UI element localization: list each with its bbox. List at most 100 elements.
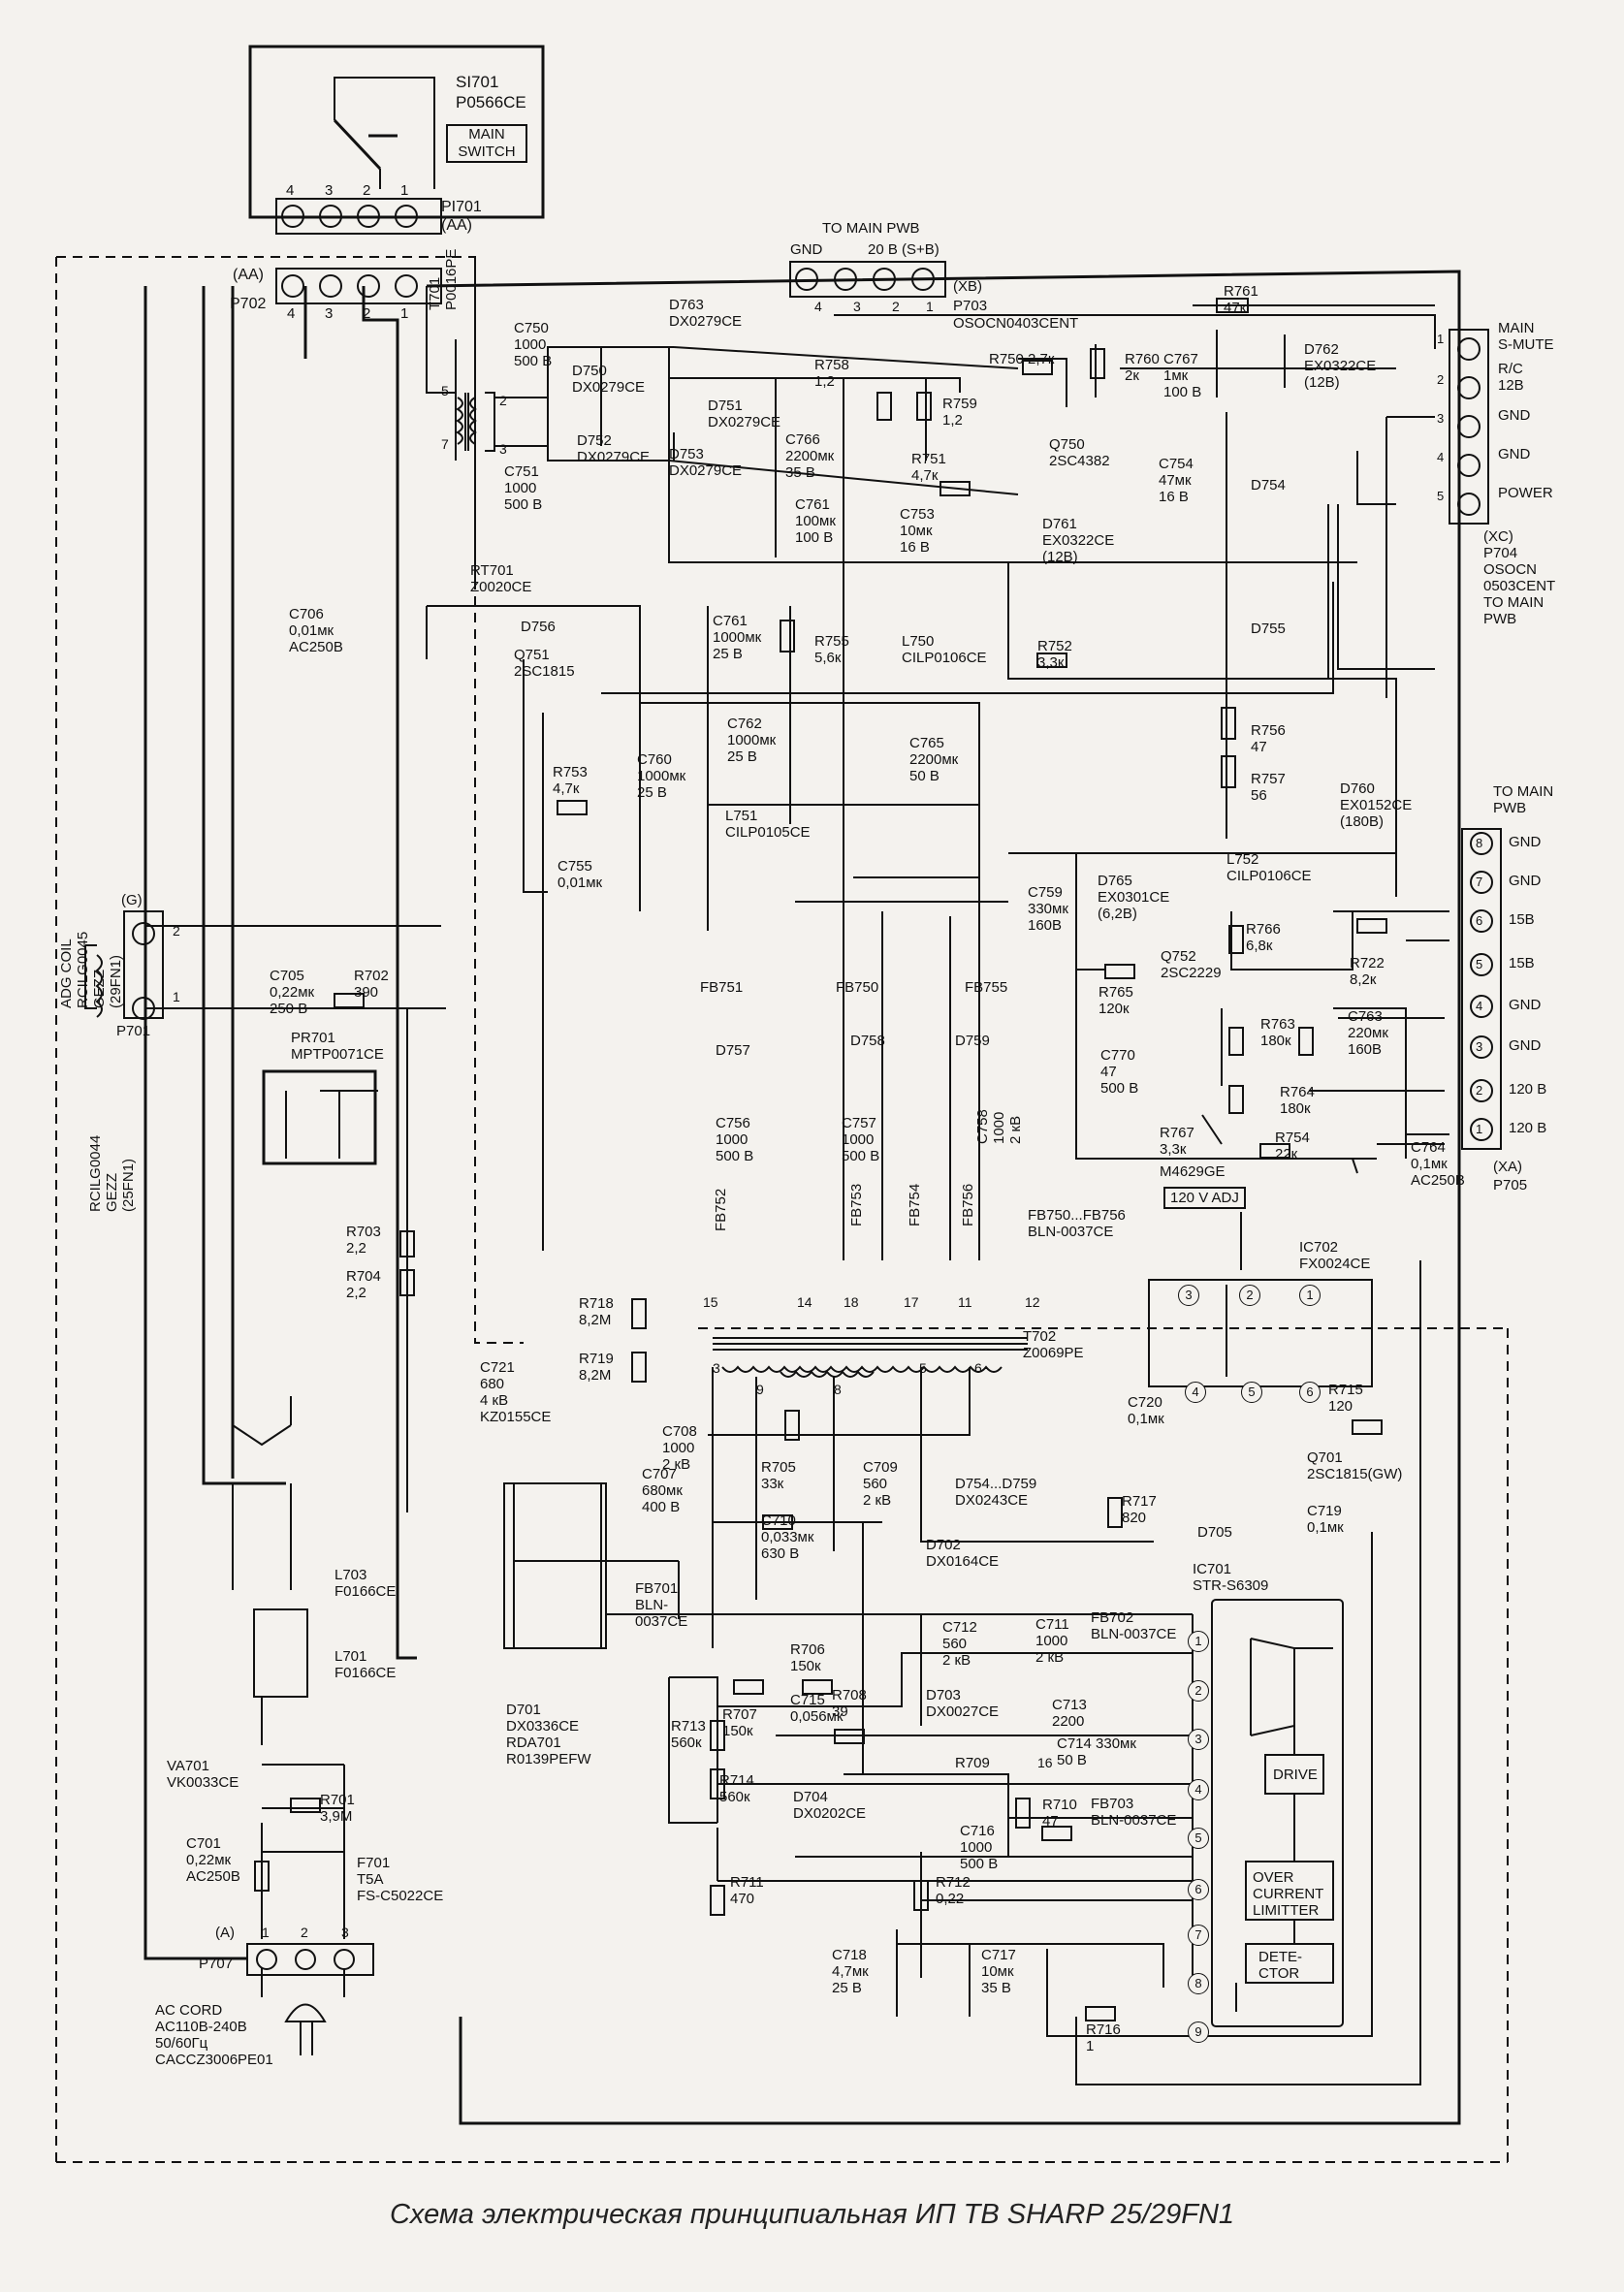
component-fb755-line1: FB755 xyxy=(965,979,1008,996)
component-c761b-line1: C761 xyxy=(713,613,748,629)
p702-pin3: 3 xyxy=(325,305,334,322)
component-r761-line1: R761 xyxy=(1224,283,1258,300)
main-switch-label-line2: SWITCH xyxy=(458,143,516,160)
component-d765-line2: EX0301CE xyxy=(1098,889,1170,906)
component-c712-line2: 560 xyxy=(942,1636,968,1652)
switch-part: P0566CE xyxy=(456,93,526,111)
component-c761b-line2: 1000мк xyxy=(713,629,762,646)
component-c761a-line3: 100 B xyxy=(795,529,834,546)
component-r753-line2: 4,7к xyxy=(553,780,580,797)
pin-t702-17: 17 xyxy=(904,1294,919,1310)
component-r705-line2: 33к xyxy=(761,1476,784,1492)
component-q701-line1: Q701 xyxy=(1307,1449,1343,1466)
component-r717-line2: 820 xyxy=(1122,1510,1147,1526)
component-d701-line2: DX0336CE xyxy=(506,1718,580,1735)
component-d762-line3: (12B) xyxy=(1304,374,1340,391)
component-r761-line2: 47к xyxy=(1224,300,1247,316)
component-r717-line1: R717 xyxy=(1122,1493,1157,1510)
component-r757-line1: R757 xyxy=(1251,771,1286,787)
component-c758-line1: C758 xyxy=(974,1109,991,1144)
component-d765-line1: D765 xyxy=(1098,873,1132,889)
component-fbnote-line2: BLN-0037CE xyxy=(1028,1224,1114,1240)
component-d701-line4: R0139PEFW xyxy=(506,1751,591,1767)
component-q750-line2: 2SC4382 xyxy=(1049,453,1110,469)
component-r767-line2: 3,3к xyxy=(1160,1141,1187,1158)
component-fb753-line1: FB753 xyxy=(848,1183,865,1226)
component-drive-line1: DRIVE xyxy=(1273,1767,1318,1783)
component-c761a-line2: 100мк xyxy=(795,513,836,529)
component-d757: D757 xyxy=(716,1042,750,1059)
component-r722-line2: 8,2к xyxy=(1350,971,1377,988)
component-c763-line2: 220мк xyxy=(1348,1025,1388,1041)
component-c715-line1: C715 xyxy=(790,1692,825,1708)
component-d752-line2: DX0279CE xyxy=(577,449,651,465)
component-q751-line1: Q751 xyxy=(514,647,550,663)
component-c763-line3: 160B xyxy=(1348,1041,1383,1058)
component-r703-line1: R703 xyxy=(346,1224,381,1240)
component-l751-line1: L751 xyxy=(725,808,758,824)
component-l703-line1: L703 xyxy=(334,1567,367,1583)
component-rt701-line2: Z0020CE xyxy=(470,579,532,595)
component-r719-line2: 8,2M xyxy=(579,1367,612,1384)
component-c705-line1: C705 xyxy=(270,968,304,984)
p704-pin-3-number: 3 xyxy=(1437,411,1445,426)
component-fb702-line1: FB702 xyxy=(1091,1609,1134,1626)
component-r767-line1: R767 xyxy=(1160,1125,1194,1141)
component-q751-line2: 2SC1815 xyxy=(514,663,575,680)
component-c765-line2: 2200мк xyxy=(909,751,959,768)
main-switch-label: MAIN SWITCH xyxy=(446,124,527,163)
component-c759-line2: 330мк xyxy=(1028,901,1068,917)
component-c751-line1: C751 xyxy=(504,463,539,480)
component-d751-line1: D751 xyxy=(708,398,743,414)
component-l750-line1: L750 xyxy=(902,633,935,650)
component-c708-line2: 1000 xyxy=(662,1440,695,1456)
pin-ic701-4: 4 xyxy=(1188,1779,1209,1800)
p705-pin-6-number: 6 xyxy=(1476,913,1483,928)
component-l752-line2: CILP0106CE xyxy=(1226,868,1312,884)
p705-pin-6-label: 15B xyxy=(1509,911,1535,928)
component-r707-line1: R707 xyxy=(722,1706,757,1723)
component-c710-line2: 0,033мк xyxy=(761,1529,814,1545)
component-r711-line1: R711 xyxy=(730,1874,764,1891)
component-d761-line1: D761 xyxy=(1042,516,1077,532)
component-c716-line1: C716 xyxy=(960,1823,995,1839)
component-d758-line1: D758 xyxy=(850,1033,885,1049)
component-r708-line1: R708 xyxy=(832,1687,867,1703)
component-c713-line2: 2200 xyxy=(1052,1713,1085,1730)
p704-pin-5-label: POWER xyxy=(1498,485,1553,501)
p707-pin1: 1 xyxy=(262,1925,270,1940)
p702-connector xyxy=(275,268,442,304)
pi701-ref: PI701 xyxy=(441,199,482,215)
component-r713-line2: 560к xyxy=(671,1735,702,1751)
component-r759-line1: R759 xyxy=(942,396,977,412)
pin-ic701-6: 6 xyxy=(1188,1879,1209,1900)
component-c750-line2: 1000 xyxy=(514,336,547,353)
p703-ref: P703 xyxy=(953,298,988,314)
